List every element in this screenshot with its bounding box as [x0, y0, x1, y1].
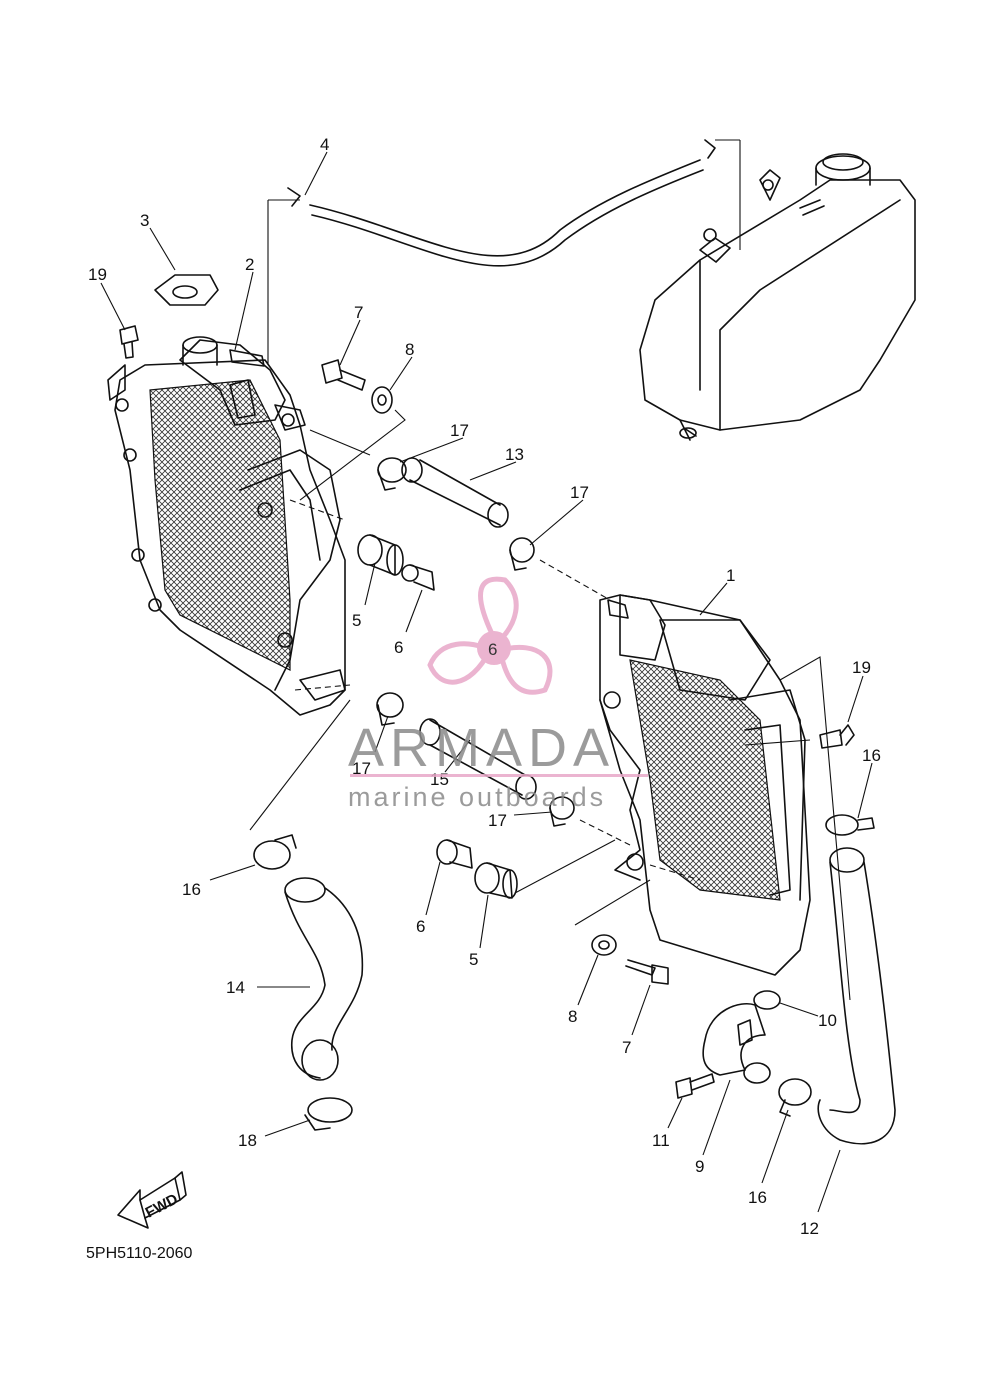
upper-pipe-13 [401, 457, 509, 528]
callout-16-right: 16 [862, 746, 881, 765]
grommet-5-lower [474, 862, 518, 899]
hose-14 [284, 877, 364, 1081]
reservoir-tank [639, 153, 916, 441]
callout-14: 14 [226, 978, 245, 997]
callout-9: 9 [695, 1157, 704, 1176]
fwd-arrow-icon: FWD [117, 1171, 187, 1229]
callout-7-upper: 7 [354, 303, 363, 322]
lower-pipe-15 [419, 718, 537, 800]
armada-watermark: 6 ARMADA marine outboards [348, 576, 648, 812]
radiator-cap [154, 274, 265, 367]
bolt-7-upper [321, 359, 366, 391]
bolt-19-right [819, 724, 855, 749]
callout-19-left: 19 [88, 265, 107, 284]
callout-17-upper: 17 [450, 421, 469, 440]
right-radiator [599, 594, 811, 976]
callout-5-lower: 5 [469, 950, 478, 969]
callout-12: 12 [800, 1219, 819, 1238]
clamp-17-lower [376, 692, 404, 726]
washer-8-lower [591, 934, 617, 956]
callout-5-upper: 5 [352, 611, 361, 630]
clamp-16-lower-right [778, 1078, 812, 1117]
callout-19-right: 19 [852, 658, 871, 677]
water-fitting-9 [702, 1003, 771, 1084]
callout-16-left: 16 [182, 880, 201, 899]
hose-12 [817, 847, 896, 1145]
callout-16-lower-right: 16 [748, 1188, 767, 1207]
watermark-logo-number: 6 [488, 640, 497, 659]
callout-17-lower: 17 [352, 759, 371, 778]
diagram-code: 5PH5110-2060 [86, 1245, 193, 1262]
overflow-hose [267, 139, 741, 365]
bolt-19-left [119, 325, 139, 359]
callout-1: 1 [726, 566, 735, 585]
callout-7-lower: 7 [622, 1038, 631, 1057]
callout-10: 10 [818, 1011, 837, 1030]
grommet-5-upper [357, 534, 404, 576]
callout-6-lower: 6 [416, 917, 425, 936]
callout-8-lower: 8 [568, 1007, 577, 1026]
washer-8-upper [371, 386, 393, 414]
clamp-17-lower-right [549, 796, 575, 827]
clamp-17-upper [377, 457, 407, 491]
bolt-7-lower [625, 959, 669, 985]
callout-8-upper: 8 [405, 340, 414, 359]
clamp-16-right [825, 814, 875, 836]
propeller-logo-icon: 6 [427, 576, 553, 695]
clamp-18 [304, 1097, 353, 1131]
callout-3: 3 [140, 211, 149, 230]
callout-2: 2 [245, 255, 254, 274]
collar-6-lower [436, 839, 473, 869]
watermark-word: ARMADA [348, 718, 615, 778]
callout-6-upper: 6 [394, 638, 403, 657]
clamp-17-upper-right [509, 537, 535, 571]
callout-13: 13 [505, 445, 524, 464]
bolt-11 [675, 1073, 715, 1099]
callout-17-lower-right: 17 [488, 811, 507, 830]
collar-6-upper [401, 564, 435, 591]
o-ring-10 [753, 990, 781, 1010]
callout-18: 18 [238, 1131, 257, 1150]
callout-11: 11 [652, 1131, 670, 1150]
left-radiator [107, 339, 351, 716]
callout-4: 4 [320, 135, 329, 154]
callout-17-upper-right: 17 [570, 483, 589, 502]
clamp-16-left [253, 834, 297, 870]
watermark-tagline: marine outboards [348, 782, 606, 812]
